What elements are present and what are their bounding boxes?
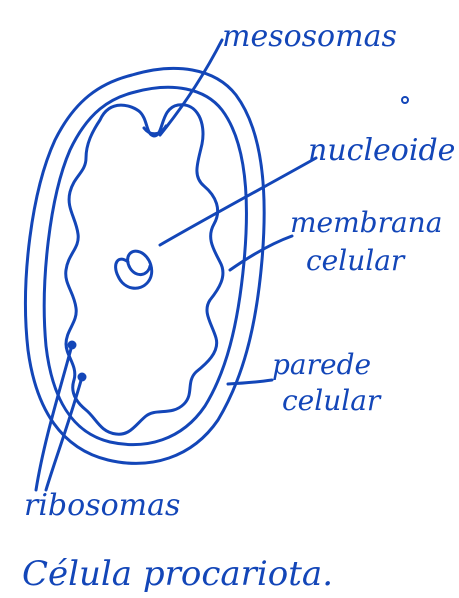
label-parede-line2: celular <box>282 384 382 417</box>
annotation-dot <box>402 97 408 103</box>
caption: Célula procariota. <box>22 554 333 594</box>
label-nucleoide: nucleoide <box>308 133 455 168</box>
leader-line-ribosome-2 <box>46 377 82 490</box>
ribosome-dot <box>68 341 77 350</box>
nucleoid <box>116 251 152 288</box>
plasma-membrane <box>66 105 223 434</box>
label-parede-line1: parede <box>272 348 371 381</box>
label-membrana-line2: celular <box>306 244 406 277</box>
label-mesosomas: mesosomas <box>222 19 397 54</box>
ribosome-dot <box>78 373 87 382</box>
cell-wall-inner-outline <box>44 87 246 444</box>
label-ribosomas: ribosomas <box>24 488 180 523</box>
leader-line-parede <box>228 380 272 384</box>
label-membrana-line1: membrana <box>290 206 442 239</box>
